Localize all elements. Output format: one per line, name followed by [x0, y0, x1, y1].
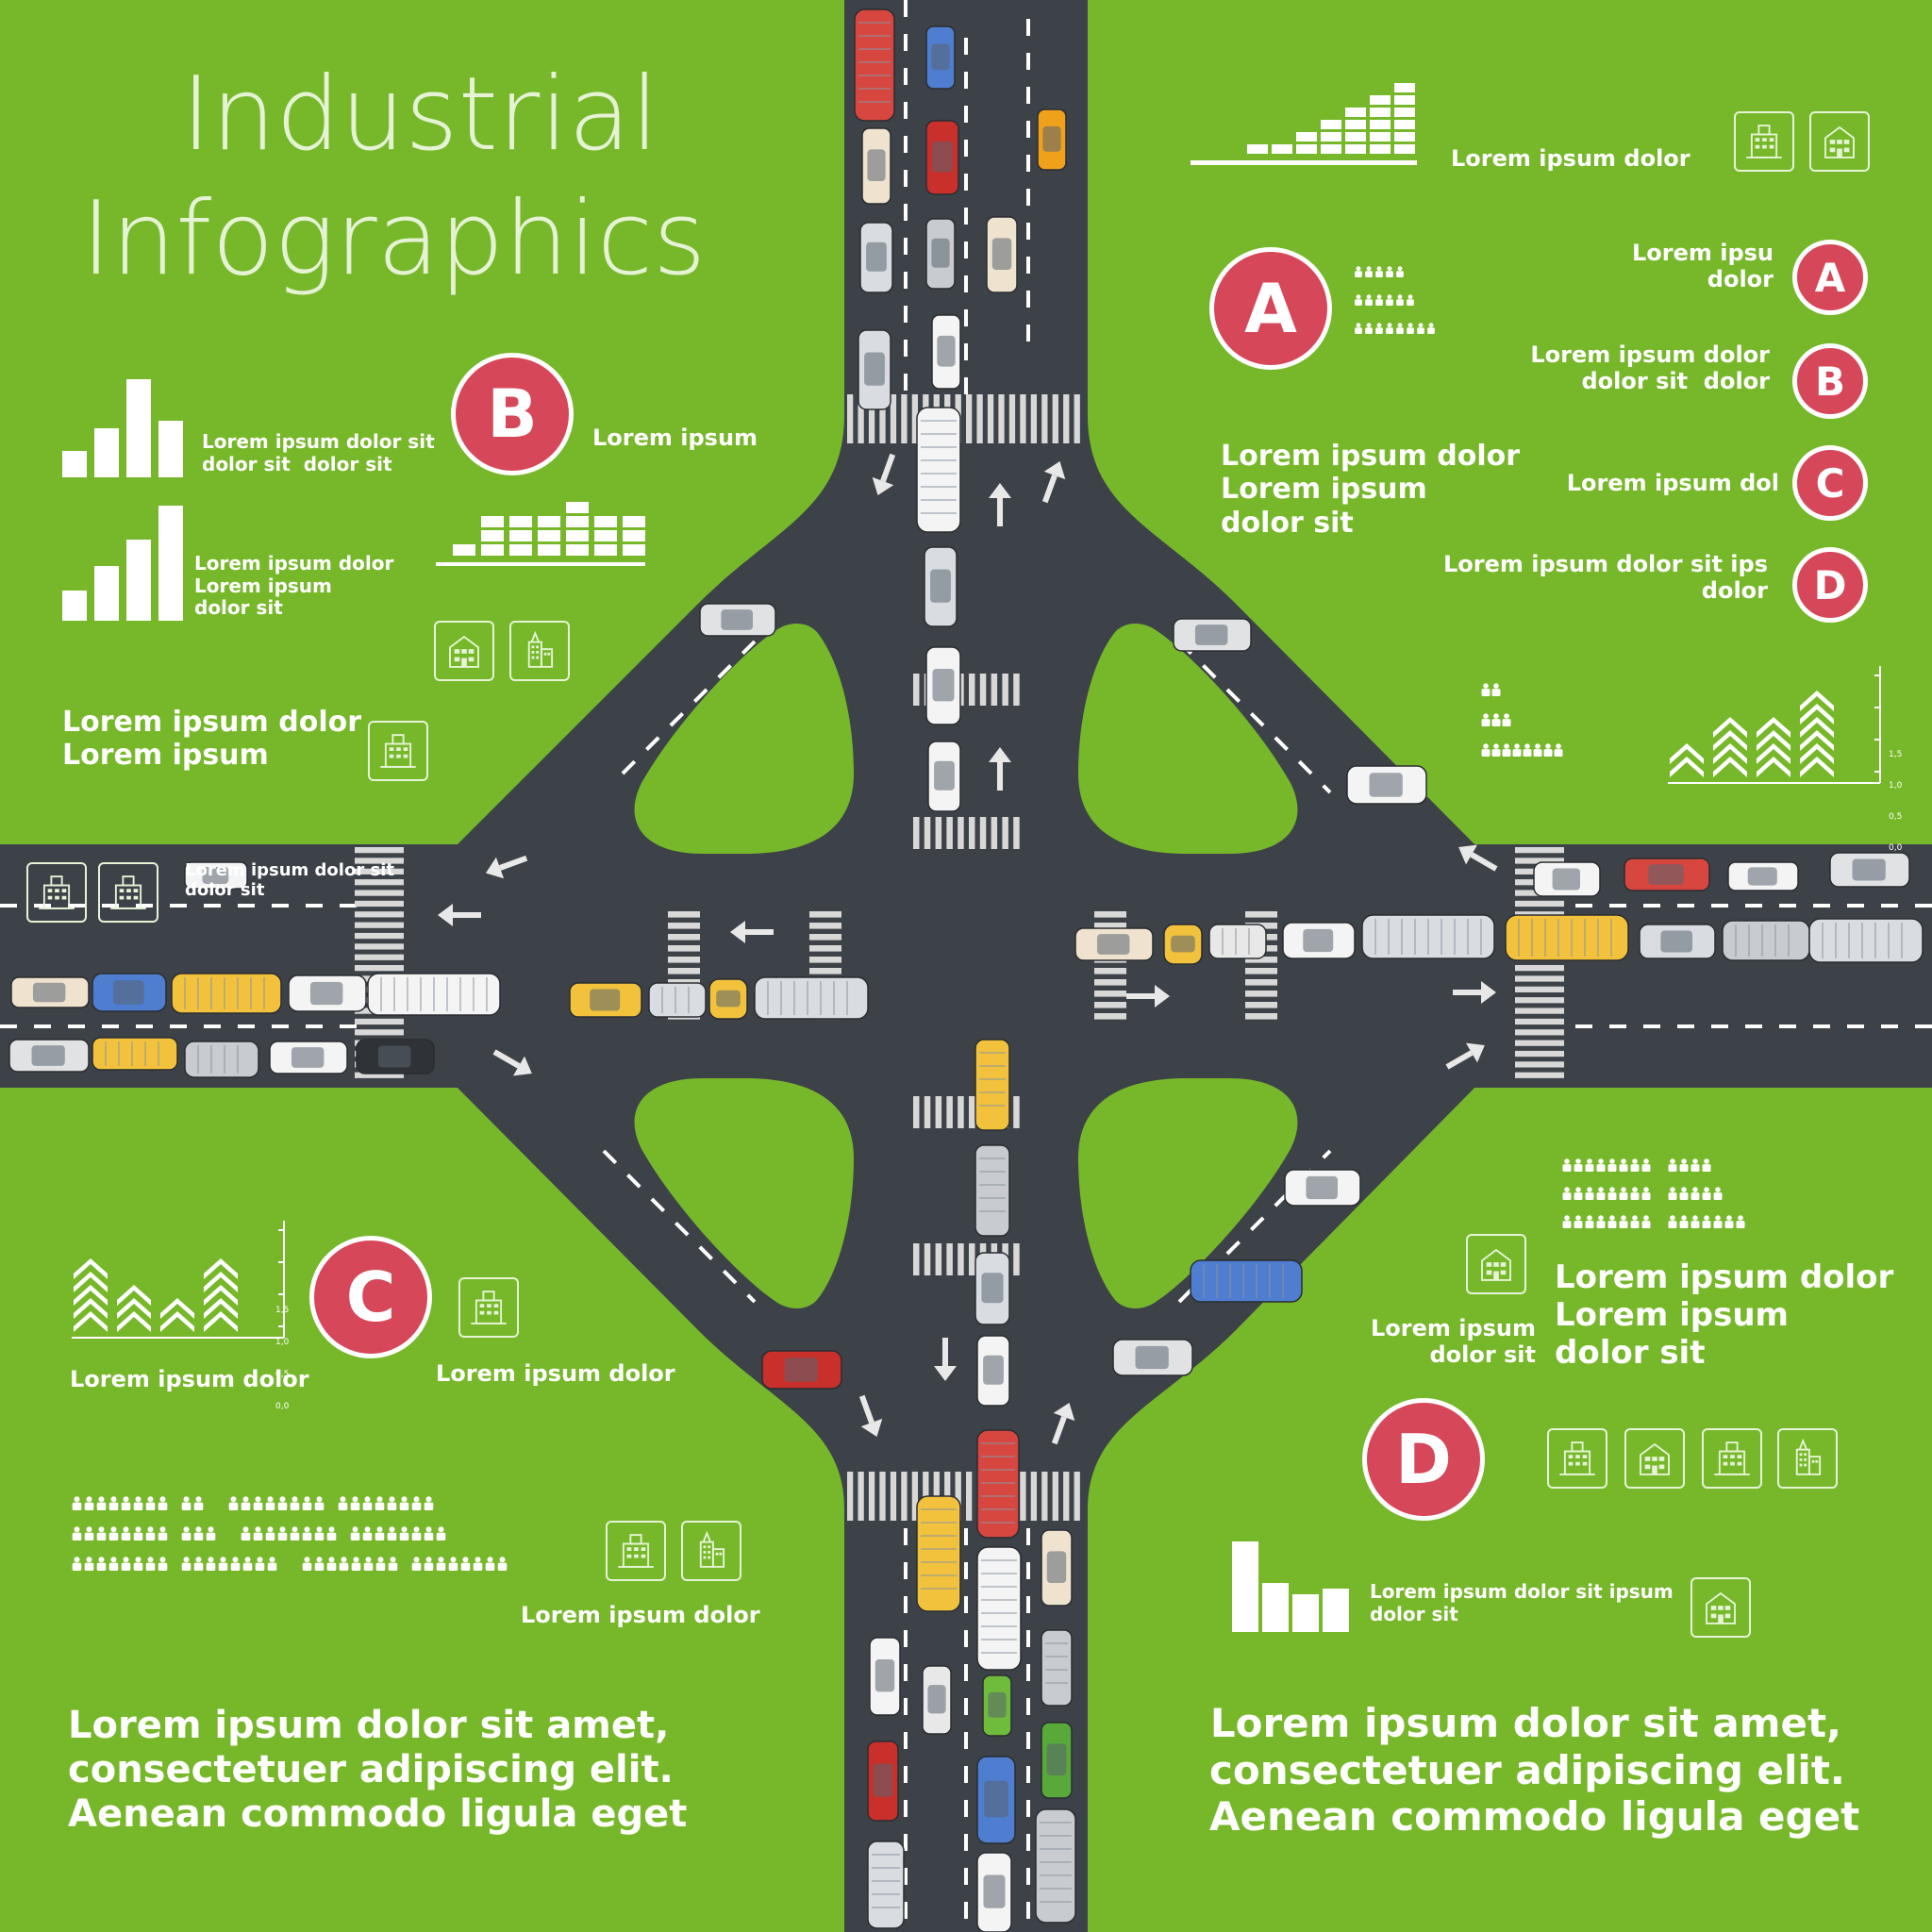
bar-chart-br	[1232, 1541, 1351, 1632]
list-badge-b: B	[1792, 343, 1868, 419]
badge-b-label: Lorem ipsum	[592, 425, 758, 451]
people-chart-tr	[1481, 683, 1563, 757]
people-chart-br	[1562, 1158, 1745, 1228]
house-icon	[1624, 1428, 1685, 1489]
chart-label-br: Lorem ipsum dolor sit ipsum dolor sit	[1370, 1580, 1674, 1625]
footer-label-tl: Lorem ipsum dolor Lorem ipsum	[62, 706, 362, 773]
building-icon	[1547, 1428, 1607, 1489]
list-badge-d: D	[1792, 547, 1868, 623]
badge-c-label: Lorem ipsum dolor	[436, 1360, 675, 1387]
list-label-a: Lorem ipsu dolor	[1631, 240, 1774, 293]
house-icon	[1466, 1234, 1526, 1294]
chart2-label: Lorem ipsum dolor Lorem ipsum dolor sit	[194, 552, 394, 620]
paragraph-br: Lorem ipsum dolor sit amet, consectetuer…	[1209, 1700, 1860, 1840]
paragraph-bl: Lorem ipsum dolor sit amet, consectetuer…	[68, 1704, 688, 1837]
badge-a-large: A	[1209, 247, 1332, 370]
house-icon	[1690, 1577, 1751, 1638]
main-text-tr: Lorem ipsum dolor Lorem ipsum dolor sit	[1221, 440, 1521, 540]
title-line-2: Infographics	[81, 180, 707, 298]
list-badge-c: C	[1792, 445, 1868, 521]
house-icon	[1809, 111, 1870, 172]
badge-d: D	[1362, 1398, 1485, 1521]
badge-c: C	[309, 1236, 432, 1358]
stair-bar-chart	[1191, 70, 1417, 174]
title-line-1: Industrial	[181, 56, 659, 174]
bar-chart-small-1	[62, 379, 185, 477]
building-icon	[26, 862, 87, 923]
vehicles	[8, 8, 1924, 1932]
badge-b: B	[451, 353, 574, 475]
list-label-d: Lorem ipsum dolor sit ips dolor	[1442, 551, 1768, 605]
building-icon	[606, 1521, 666, 1581]
office-tower-icon	[1777, 1428, 1838, 1489]
side-text-br: Lorem ipsum dolor sit	[1370, 1315, 1536, 1369]
stair-chart-label: Lorem ipsum dolor	[1451, 145, 1690, 172]
office-tower-icon	[681, 1521, 741, 1581]
segmented-bar-chart	[436, 492, 645, 572]
house-icon	[434, 621, 494, 681]
people-chart-bl	[72, 1496, 508, 1571]
building-icon	[1734, 111, 1794, 172]
building-icon	[98, 862, 158, 923]
chevron-chart-bl	[72, 1221, 285, 1339]
chart-label-bl: Lorem ipsum dolor	[70, 1366, 309, 1392]
list-label-b: Lorem ipsum dolor dolor sit dolor	[1530, 341, 1770, 395]
inner-grass-islands	[634, 624, 1298, 1308]
office-tower-icon	[509, 621, 570, 681]
direction-arrows	[438, 453, 1498, 1445]
chevron-chart-tr	[1668, 666, 1881, 784]
building-icon	[458, 1277, 519, 1338]
bar-chart-small-2	[62, 506, 185, 621]
road-label: Lorem ipsum dolor sit dolor sit	[185, 860, 394, 901]
people-chart-a	[1355, 266, 1435, 334]
people-label-bl: Lorem ipsum dolor	[521, 1602, 760, 1628]
main-text-br: Lorem ipsum dolor Lorem ipsum dolor sit	[1555, 1258, 1894, 1373]
building-icon	[368, 721, 428, 781]
chart1-label: Lorem ipsum dolor sit dolor sit dolor si…	[202, 430, 435, 475]
list-badge-a: A	[1792, 240, 1868, 315]
list-label-c: Lorem ipsum dol	[1566, 470, 1779, 496]
building-icon	[1702, 1428, 1762, 1489]
